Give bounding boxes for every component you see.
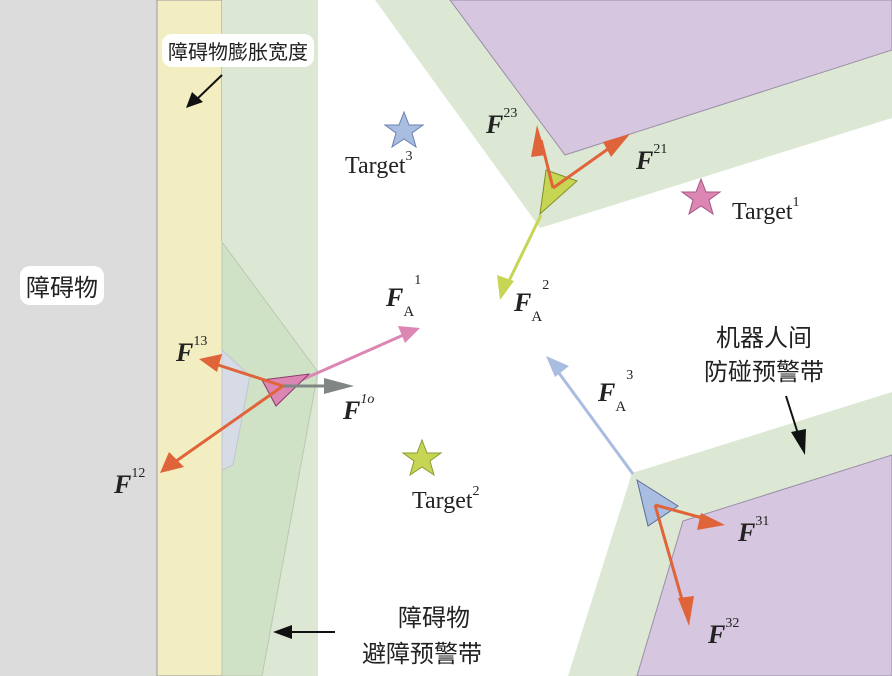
force-f12-arrow — [171, 384, 284, 466]
f21-sup: 21 — [653, 142, 668, 157]
expansion-width-label: 障碍物膨胀宽度 — [162, 34, 314, 67]
robot3-body-region — [636, 454, 892, 676]
target2-sup: 2 — [472, 484, 480, 499]
expansion-band — [156, 0, 223, 676]
force-f13-arrow — [211, 361, 284, 388]
target3-star-icon — [383, 110, 425, 149]
f32-sup: 32 — [725, 616, 740, 631]
fa3-main: F — [598, 378, 616, 407]
f31-sup: 31 — [755, 514, 770, 529]
expansion-pointer-arrowhead — [186, 92, 203, 108]
fa1-sub: A — [403, 304, 415, 320]
force-f12-arrowhead — [160, 452, 184, 473]
target2-label: Target2 — [412, 484, 480, 515]
obstacle-label: 障碍物 — [20, 266, 104, 305]
force-f13-label: F13 — [176, 334, 207, 368]
force-fa2-label: FA 2 — [514, 278, 549, 325]
force-fa1-label: FA 1 — [386, 273, 421, 320]
force-f32-arrow — [653, 504, 687, 611]
fa1-sup: 1 — [414, 273, 422, 288]
force-fa2-arrow — [505, 214, 543, 286]
f32-main: F — [708, 620, 726, 649]
fa2-main: F — [514, 288, 532, 317]
force-fa1-arrow — [289, 331, 409, 387]
force-f12-label: F12 — [114, 466, 145, 500]
target1-name: Target — [732, 199, 793, 225]
target3-name: Target — [345, 153, 406, 179]
robot2-triangle — [539, 169, 578, 216]
robot-zone-label-line1: 机器人间 — [716, 324, 812, 352]
fa3-sub: A — [615, 399, 627, 415]
f12-sup: 12 — [131, 466, 146, 481]
f31-main: F — [738, 518, 756, 547]
target1-sup: 1 — [792, 195, 800, 210]
f23-sup: 23 — [503, 106, 518, 121]
f1o-sup: 1o — [360, 392, 375, 407]
force-fa2-arrowhead — [497, 275, 514, 300]
target1-label: Target1 — [732, 195, 800, 226]
force-f32-label: F32 — [708, 616, 739, 650]
force-fa3-label: FA 3 — [598, 368, 633, 415]
robot-zone-label-line2: 防碰预警带 — [704, 358, 824, 386]
robot-zone-pointer-arrowhead — [791, 429, 806, 455]
force-f1o-arrowhead — [324, 378, 354, 394]
f1o-main: F — [343, 396, 361, 425]
obstacle-zone-label-line2: 避障预警带 — [362, 640, 482, 668]
force-f13-arrowhead — [199, 354, 222, 372]
robot1-warning-zone — [221, 240, 319, 676]
target3-label: Target3 — [345, 149, 413, 180]
force-f1o-label: F1o — [343, 392, 374, 426]
force-f21-label: F21 — [636, 142, 667, 176]
obstacle-zone-pointer-arrowhead — [273, 625, 292, 639]
fa2-sup: 2 — [542, 278, 550, 293]
force-f31-arrowhead — [697, 513, 725, 530]
robot2-body-region — [449, 0, 892, 156]
f21-main: F — [636, 146, 654, 175]
f23-main: F — [486, 110, 504, 139]
f13-main: F — [176, 338, 194, 367]
robot3-triangle — [636, 478, 679, 527]
force-fa1-arrowhead — [398, 326, 420, 343]
f13-sup: 13 — [193, 334, 208, 349]
target1-star-icon — [680, 177, 722, 216]
force-f21-arrowhead — [603, 134, 630, 157]
force-f21-arrow — [552, 142, 616, 190]
force-fa3-arrow — [554, 368, 635, 475]
expansion-pointer-arrow — [195, 74, 223, 101]
force-fa3-arrowhead — [546, 356, 569, 377]
target3-sup: 3 — [405, 149, 413, 164]
force-f23-arrowhead — [531, 125, 546, 157]
f12-main: F — [114, 470, 132, 499]
fa3-sup: 3 — [626, 368, 634, 383]
fa2-sub: A — [531, 309, 543, 325]
force-f31-label: F31 — [738, 514, 769, 548]
obstacle-zone-label-line1: 障碍物 — [398, 604, 470, 632]
fa1-main: F — [386, 283, 404, 312]
force-f23-label: F23 — [486, 106, 517, 140]
target2-star-icon — [401, 438, 443, 477]
target2-name: Target — [412, 488, 473, 514]
obstacle-region — [0, 0, 157, 676]
force-f32-arrowhead — [678, 596, 694, 626]
